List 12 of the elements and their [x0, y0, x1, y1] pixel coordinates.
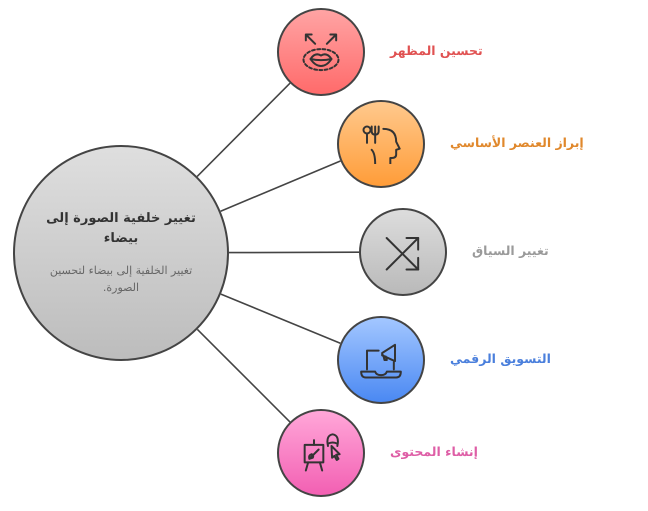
- node-label: تغيير السياق: [472, 243, 549, 260]
- connector-line: [220, 293, 341, 344]
- node-label: التسويق الرقمي: [450, 351, 551, 368]
- node-label: تحسين المظهر: [390, 43, 483, 60]
- node-label: إبراز العنصر الأساسي: [450, 135, 584, 152]
- node-title: تغيير خلفية الصورة إلى بيضاء: [46, 210, 196, 248]
- connector-line: [229, 251, 359, 254]
- connector-line: [220, 160, 341, 212]
- connector-line: [196, 82, 291, 177]
- connector-line: [196, 328, 290, 422]
- node-label: إنشاء المحتوى: [390, 444, 478, 460]
- node-description: تغيير الخلفية إلى بيضاء لتحسين الصورة.: [48, 262, 194, 296]
